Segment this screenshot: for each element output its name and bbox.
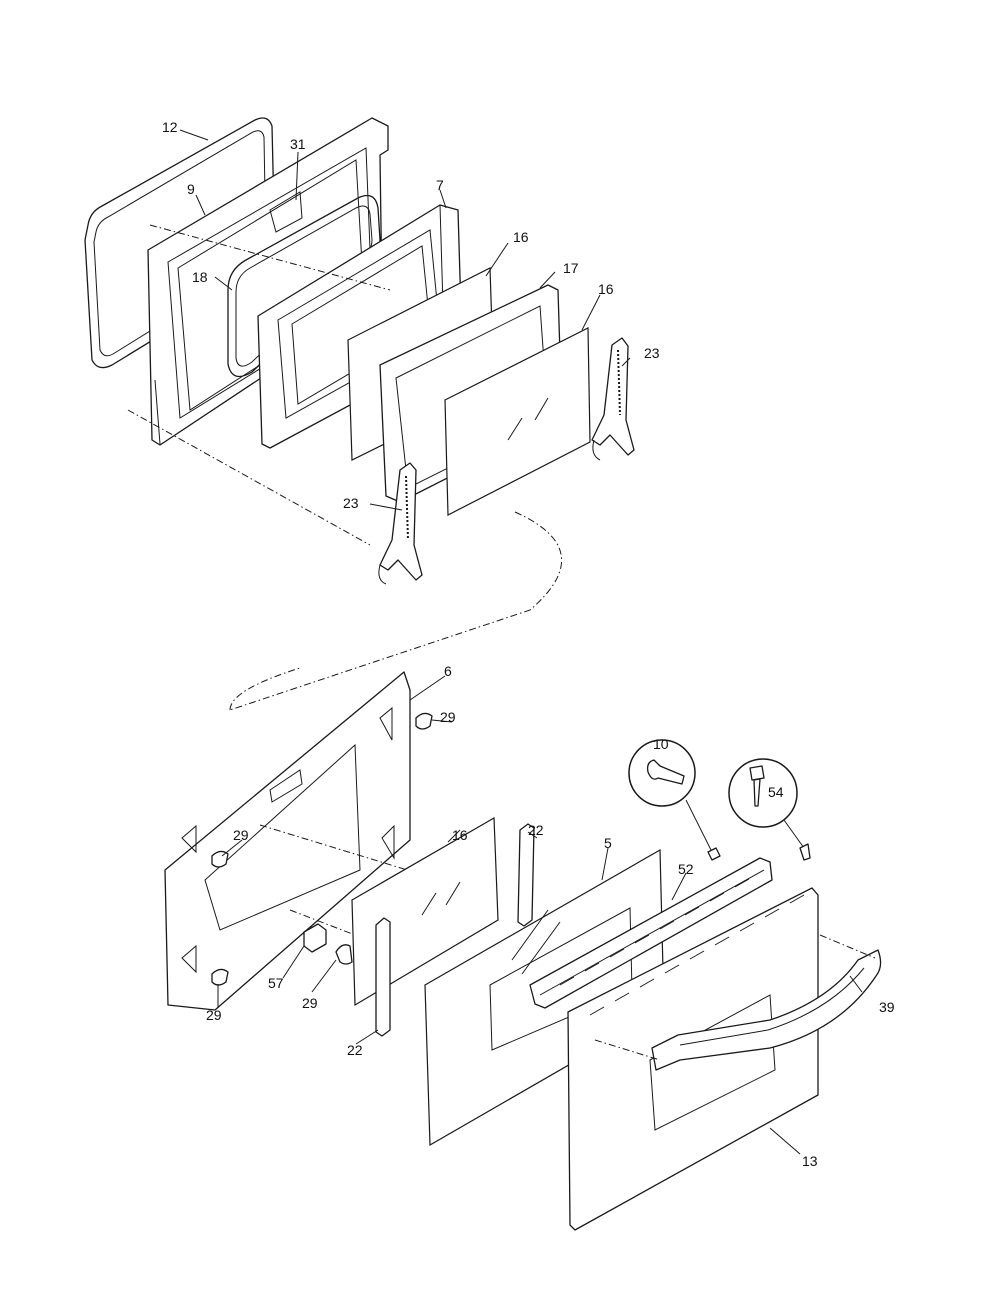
callout-9: 9 <box>187 181 195 197</box>
callout-16-upper-b: 16 <box>598 281 614 297</box>
callout-29-top: 29 <box>440 709 456 725</box>
door-hinge-23-right <box>591 337 635 461</box>
callout-29-left: 29 <box>233 827 249 843</box>
glass-channel-22-left <box>375 917 391 1037</box>
leader-lines <box>179 129 863 1155</box>
callout-23-left: 23 <box>343 495 359 511</box>
callout-6: 6 <box>444 663 452 679</box>
callout-13: 13 <box>802 1153 818 1169</box>
alignment-line <box>127 409 371 546</box>
callout-10: 10 <box>653 736 669 752</box>
window-gasket-18 <box>227 194 381 378</box>
glass-panel-16-upper-b <box>444 327 591 516</box>
callout-57: 57 <box>268 975 284 991</box>
callout-5: 5 <box>604 835 612 851</box>
callout-54: 54 <box>768 784 784 800</box>
screw-detail-54 <box>728 758 811 861</box>
callout-12: 12 <box>162 119 178 135</box>
callout-22-left: 22 <box>347 1042 363 1058</box>
outer-door-panel-6 <box>164 671 411 1011</box>
callout-22-right: 22 <box>528 822 544 838</box>
callout-23-right: 23 <box>644 345 660 361</box>
callout-39: 39 <box>879 999 895 1015</box>
alignment-line <box>149 224 391 291</box>
glass-channel-22-right <box>517 823 535 927</box>
callout-18: 18 <box>192 269 208 285</box>
callout-16-lower: 16 <box>452 827 468 843</box>
alignment-line <box>229 667 301 711</box>
door-hinge-23-left <box>378 462 423 585</box>
alignment-line <box>259 824 441 881</box>
vent-trim-52 <box>529 857 773 1009</box>
door-bumper-29 <box>211 712 433 986</box>
callout-7: 7 <box>436 177 444 193</box>
screw-detail-10 <box>628 739 721 861</box>
door-handle-39 <box>651 949 882 1071</box>
alignment-line <box>594 1039 661 1061</box>
callout-16-upper-a: 16 <box>513 229 529 245</box>
alignment-line <box>229 511 563 711</box>
outer-door-13 <box>567 887 819 1231</box>
callout-17: 17 <box>563 260 579 276</box>
callout-29-mid: 29 <box>302 995 318 1011</box>
callout-52: 52 <box>678 861 694 877</box>
callout-29-bottom: 29 <box>206 1007 222 1023</box>
alignment-line <box>819 934 876 959</box>
hinge-bracket-31 <box>269 191 303 233</box>
callout-31: 31 <box>290 136 306 152</box>
